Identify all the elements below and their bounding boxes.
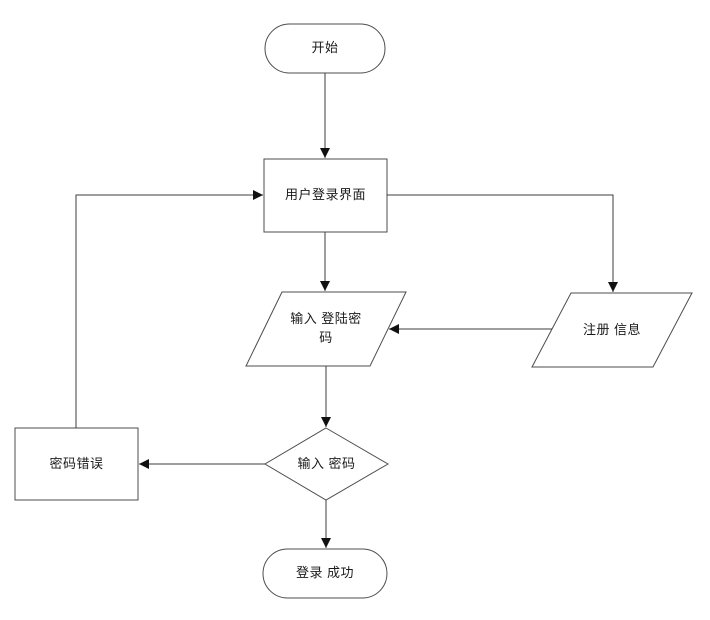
node-input-login-password-label: 输入 登陆密码 [290, 311, 362, 345]
node-login-ui-shape [263, 158, 388, 233]
edge-login-ui-to-register-info [387, 194, 618, 292]
node-login-success-label: 登录 成功 [295, 565, 355, 581]
node-login-ui-label: 用户登录界面 [284, 187, 366, 203]
node-input-login-password-shape [245, 291, 407, 367]
node-register-info-label: 注册 信息 [582, 321, 642, 337]
node-password-error-shape [14, 427, 139, 501]
node-password-error-label: 密码错误 [49, 455, 104, 471]
node-register-info-shape [531, 292, 693, 368]
node-start-label: 开始 [311, 40, 339, 56]
node-login-success-shape [262, 548, 388, 599]
edge-password-error-to-login-ui [75, 190, 263, 428]
node-password-check-label: 输入 密码 [297, 455, 356, 471]
